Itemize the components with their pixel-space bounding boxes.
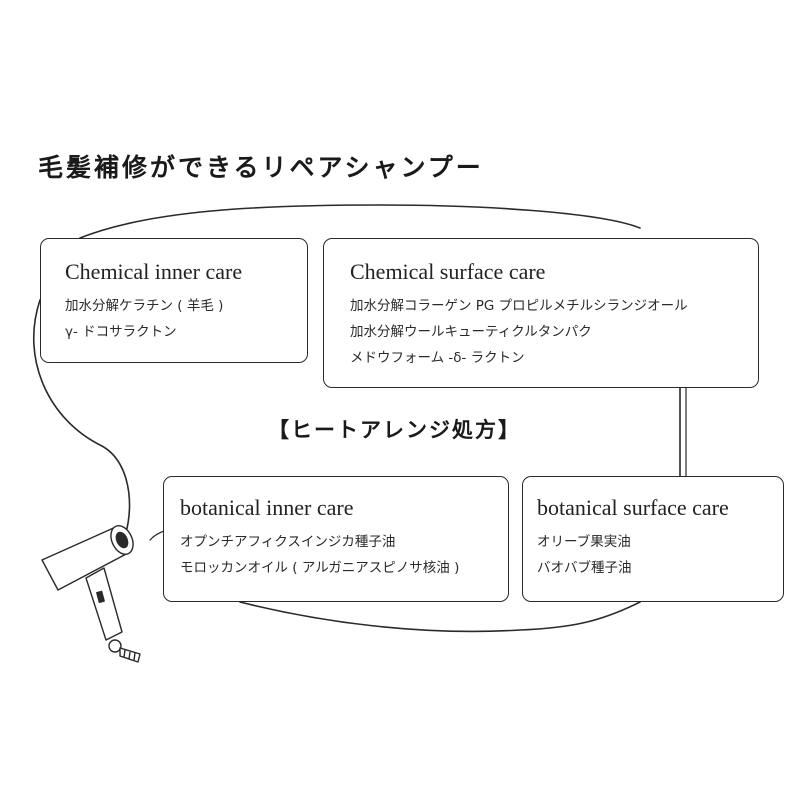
loop-line	[32, 204, 681, 633]
section-title: 【ヒートアレンジ処方】	[268, 417, 521, 442]
ingredient-line: 加水分解ウールキューティクルタンパク	[350, 324, 592, 340]
ingredient-line: 加水分解コラーゲン PG プロピルメチルシランジオール	[350, 298, 688, 314]
ingredient-line: 加水分解ケラチン ( 羊毛 )	[65, 298, 224, 314]
ingredient-line: モロッカンオイル ( アルガニアスピノサ核油 )	[180, 560, 460, 576]
card-botanical-inner-care: botanical inner care オプンチアフィクスインジカ種子油 モロ…	[163, 476, 509, 602]
card-title: botanical surface care	[537, 495, 729, 520]
ingredient-line: バオバブ種子油	[537, 560, 632, 576]
ingredient-line: オプンチアフィクスインジカ種子油	[180, 534, 396, 550]
card-chemical-inner-care: Chemical inner care 加水分解ケラチン ( 羊毛 ) γ- ド…	[40, 238, 308, 363]
hair-dryer-icon	[41, 525, 141, 663]
card-title: botanical inner care	[180, 495, 354, 520]
ingredient-line: オリーブ果実油	[537, 534, 631, 550]
card-title: Chemical inner care	[65, 259, 243, 284]
ingredient-line: メドウフォーム -δ- ラクトン	[350, 350, 525, 366]
card-chemical-surface-care: Chemical surface care 加水分解コラーゲン PG プロピルメ…	[323, 238, 759, 388]
card-title: Chemical surface care	[350, 259, 546, 284]
ingredient-line: γ- ドコサラクトン	[65, 324, 177, 340]
card-botanical-surface-care: botanical surface care オリーブ果実油 バオバブ種子油	[522, 476, 784, 602]
page-title: 毛髪補修ができるリペアシャンプー	[38, 153, 484, 182]
